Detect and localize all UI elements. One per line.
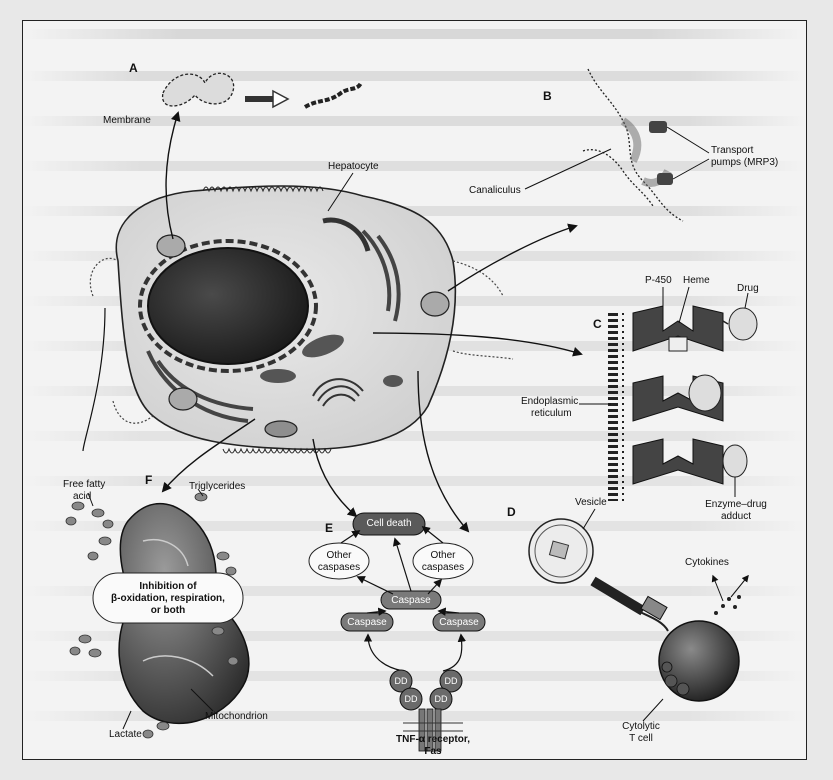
panel-d-vesicle xyxy=(529,509,748,721)
label-mitochondrion: Mitochondrion xyxy=(205,711,268,722)
label-other-caspases-right-line1: Other xyxy=(413,550,473,561)
label-dd: DD xyxy=(400,694,422,705)
label-dd: DD xyxy=(390,676,412,687)
label-cell-death: Cell death xyxy=(353,518,425,529)
label-other-caspases-left-line2: caspases xyxy=(309,562,369,573)
nucleus xyxy=(148,248,308,364)
label-cytolytic-t-cell-line1: Cytolytic xyxy=(611,721,671,732)
label-transport-pumps-line1: Transport xyxy=(711,145,753,156)
label-tnf-receptor-line1: TNF-α receptor, xyxy=(383,734,483,745)
panel-c-p450 xyxy=(579,287,757,501)
label-dd: DD xyxy=(440,676,462,687)
t-cell xyxy=(659,621,739,701)
panel-label-c: C xyxy=(593,317,602,331)
panel-label-b: B xyxy=(543,89,552,103)
label-endoplasmic-reticulum-line1: Endoplasmic xyxy=(521,396,578,407)
diagram-canvas xyxy=(23,21,807,760)
label-enzyme-drug-adduct-line1: Enzyme–drug xyxy=(701,499,771,510)
label-caspase-left: Caspase xyxy=(341,617,393,628)
label-membrane: Membrane xyxy=(103,115,151,126)
label-other-caspases-right-line2: caspases xyxy=(413,562,473,573)
other-caspases-node xyxy=(413,543,473,579)
panel-label-a: A xyxy=(129,61,138,75)
label-heme: Heme xyxy=(683,275,710,286)
label-drug: Drug xyxy=(737,283,759,294)
other-caspases-node xyxy=(309,543,369,579)
hepatocyte-cell xyxy=(90,173,513,453)
transport-pump-icon xyxy=(649,121,667,133)
label-inhibition-line3: or both xyxy=(93,605,243,616)
label-tnf-receptor-line2: Fas xyxy=(383,746,483,757)
label-vesicle: Vesicle xyxy=(575,497,607,508)
label-inhibition-line2: β-oxidation, respiration, xyxy=(93,593,243,604)
label-cytokines: Cytokines xyxy=(685,557,729,568)
label-other-caspases-left-line1: Other xyxy=(309,550,369,561)
label-caspase-top: Caspase xyxy=(381,595,441,606)
label-free-fatty-acid-line1: Free fatty xyxy=(63,479,105,490)
label-enzyme-drug-adduct-line2: adduct xyxy=(701,511,771,522)
panel-label-e: E xyxy=(325,521,333,535)
label-dd: DD xyxy=(430,694,452,705)
label-transport-pumps-line2: pumps (MRP3) xyxy=(711,157,778,168)
panel-label-f: F xyxy=(145,473,152,487)
label-free-fatty-acid-line2: acid xyxy=(73,491,91,502)
label-hepatocyte: Hepatocyte xyxy=(328,161,379,172)
label-cytolytic-t-cell-line2: T cell xyxy=(611,733,671,744)
label-p450: P-450 xyxy=(645,275,672,286)
transport-pump-icon xyxy=(657,173,673,185)
label-endoplasmic-reticulum-line2: reticulum xyxy=(531,408,572,419)
label-triglycerides: Triglycerides xyxy=(189,481,245,492)
panel-label-d: D xyxy=(507,505,516,519)
panel-a-membrane-bleb xyxy=(163,73,361,107)
figure-frame: A B C D E F Membrane Hepatocyte Canalicu… xyxy=(22,20,807,760)
label-caspase-right: Caspase xyxy=(433,617,485,628)
label-canaliculus: Canaliculus xyxy=(469,185,521,196)
panel-b-canaliculus xyxy=(525,69,709,221)
panel-e-caspase-cascade xyxy=(309,513,485,751)
label-lactate: Lactate xyxy=(109,729,142,740)
label-inhibition-line1: Inhibition of xyxy=(93,581,243,592)
